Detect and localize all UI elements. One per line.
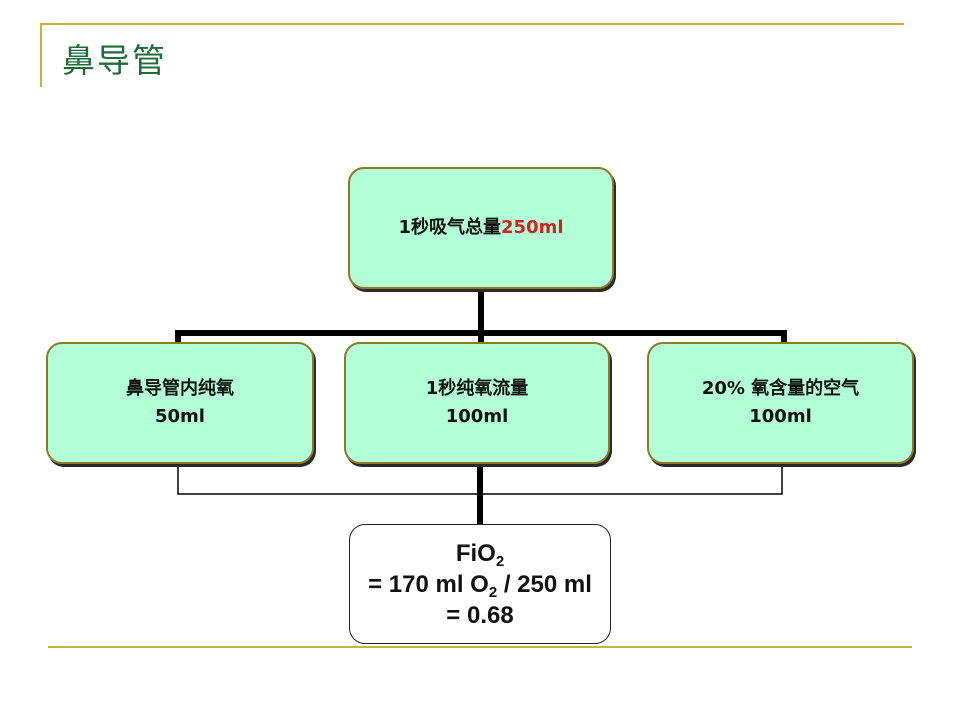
fio2-value: = 0.68	[446, 601, 514, 629]
fio2-equation: = 170 ml O2 / 250 ml	[368, 570, 592, 601]
oxygen-flow-label: 1秒纯氧流量	[425, 378, 529, 399]
slide-title: 鼻导管	[62, 41, 167, 80]
fio2-result-box: FiO2 = 170 ml O2 / 250 ml = 0.68	[349, 524, 611, 644]
oxygen-flow-box: 1秒纯氧流量 100ml	[344, 342, 610, 464]
bottom-rule	[48, 646, 912, 648]
cannula-oxygen-box: 鼻导管内纯氧 50ml	[46, 342, 314, 464]
total-inhale-value: 250ml	[501, 217, 564, 238]
oxygen-flow-value: 100ml	[445, 406, 509, 427]
fio2-label: FiO2	[455, 539, 505, 570]
total-inhale-label: 1秒吸气总量250ml	[398, 217, 564, 238]
top-rule	[40, 23, 904, 25]
cannula-oxygen-label: 鼻导管内纯氧	[126, 378, 234, 399]
total-inhale-box: 1秒吸气总量250ml	[348, 167, 614, 289]
room-air-value: 100ml	[749, 406, 812, 427]
room-air-box: 20% 氧含量的空气 100ml	[647, 342, 914, 464]
left-rule	[40, 23, 42, 87]
cannula-oxygen-value: 50ml	[155, 406, 205, 427]
room-air-label: 20% 氧含量的空气	[701, 378, 860, 399]
